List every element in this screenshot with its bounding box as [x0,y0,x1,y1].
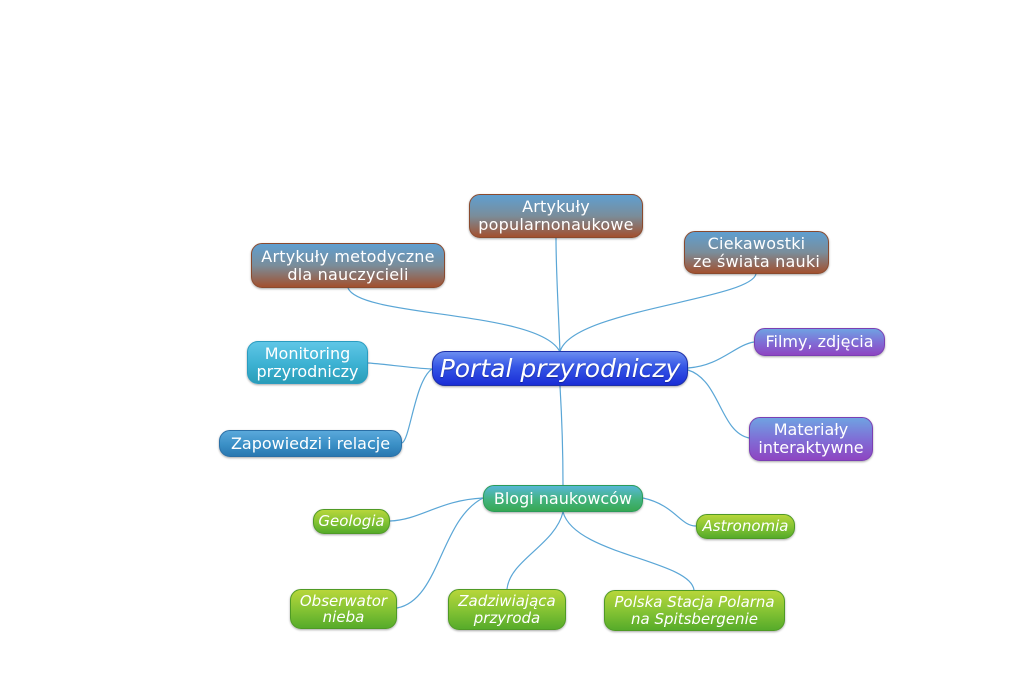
blog-label: Polska Stacja Polarna na Spitsbergenie [614,593,775,628]
topic-films-photos[interactable]: Filmy, zdjęcia [754,328,885,356]
blog-astronomy[interactable]: Astronomia [696,514,795,539]
topic-interactive-materials[interactable]: Materiały interaktywne [749,417,873,461]
blog-sky-observer[interactable]: Obserwator nieba [290,589,397,629]
connector-sky-observer [396,497,484,609]
connector-science-curiosities [559,273,757,353]
topic-label: Materiały interaktywne [758,420,864,457]
blog-label: Zadziwiająca przyroda [458,592,556,627]
blog-label: Obserwator nieba [299,591,388,626]
topic-label: Filmy, zdjęcia [765,332,874,352]
connector-popular-science-articles [555,237,561,353]
connector-nature-monitoring [367,362,433,370]
connector-scientists-blogs [559,385,564,486]
topic-nature-monitoring[interactable]: Monitoring przyrodniczy [247,341,368,384]
blog-label: Geologia [318,512,385,531]
topic-label: Artykuły popularnonaukowe [478,197,634,234]
topic-label: Blogi naukowców [493,488,633,508]
topic-label: Monitoring przyrodniczy [256,343,359,381]
blog-polar-station[interactable]: Polska Stacja Polarna na Spitsbergenie [604,590,785,631]
topic-science-curiosities[interactable]: Ciekawostki ze świata nauki [684,231,829,274]
connector-amazing-nature [506,511,564,590]
connector-films-photos [687,341,755,369]
connector-interactive-materials [687,369,750,439]
central-topic-label: Portal przyrodniczy [439,353,681,383]
topic-label: Artykuły metodyczne dla nauczycieli [261,246,435,284]
topic-label: Ciekawostki ze świata nauki [693,233,820,271]
blog-amazing-nature[interactable]: Zadziwiająca przyroda [448,589,566,630]
central-topic-portal[interactable]: Portal przyrodniczy [432,351,688,386]
topic-scientists-blogs[interactable]: Blogi naukowców [483,485,643,512]
connector-announcements-reports [401,368,433,444]
topic-announcements-reports[interactable]: Zapowiedzi i relacje [219,430,402,457]
connector-astronomy [642,497,697,527]
connector-geology [389,497,484,522]
topic-label: Zapowiedzi i relacje [230,433,391,453]
topic-popular-science-articles[interactable]: Artykuły popularnonaukowe [469,194,643,238]
connector-polar-station [562,511,695,591]
topic-methodical-articles[interactable]: Artykuły metodyczne dla nauczycieli [251,243,445,288]
connector-methodical-articles [347,287,561,353]
blog-label: Astronomia [702,517,789,536]
blog-geology[interactable]: Geologia [313,509,390,534]
